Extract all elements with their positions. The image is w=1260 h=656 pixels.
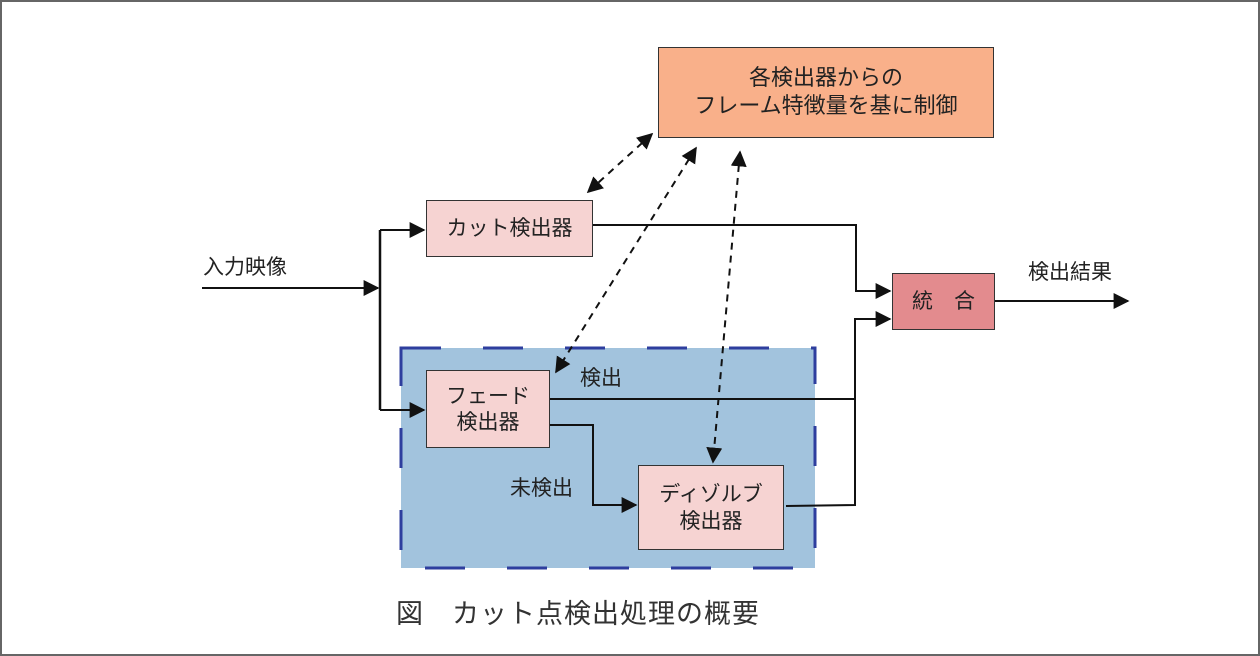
control-text-line1: 各検出器からの xyxy=(748,66,903,91)
dissolve-detector-box: ディゾルブ 検出器 xyxy=(638,465,784,550)
cut-detector-label: カット検出器 xyxy=(446,216,573,241)
gradual-to-integrate-arrow xyxy=(785,311,892,507)
detected-label: 検出 xyxy=(580,366,622,390)
fade-detector-line1: フェード xyxy=(446,383,530,408)
cut-to-integrate-arrow xyxy=(593,224,892,299)
control-text-line2: フレーム特徴量を基に制御 xyxy=(694,93,958,119)
input-label: 入力映像 xyxy=(203,255,287,279)
dissolve-detector-line1: ディゾルブ xyxy=(659,482,763,507)
control-box: 各検出器からの フレーム特徴量を基に制御 xyxy=(658,47,994,138)
fade-detector-box: フェード 検出器 xyxy=(426,370,550,448)
control-cut-dashed-arrow xyxy=(586,132,654,194)
control-fade-dashed-arrow xyxy=(555,146,697,374)
output-label: 検出結果 xyxy=(1028,260,1112,284)
dissolve-detector-line2: 検出器 xyxy=(679,508,743,533)
integrate-box: 統 合 xyxy=(892,273,995,330)
not-detected-label: 未検出 xyxy=(510,476,573,500)
fade-detector-line2: 検出器 xyxy=(456,410,520,434)
fade-to-dissolve-arrow xyxy=(550,424,638,513)
integrate-label: 統 合 xyxy=(912,289,975,314)
cut-detector-box: カット検出器 xyxy=(426,200,593,257)
figure-caption: 図 カット点検出処理の概要 xyxy=(396,599,760,630)
